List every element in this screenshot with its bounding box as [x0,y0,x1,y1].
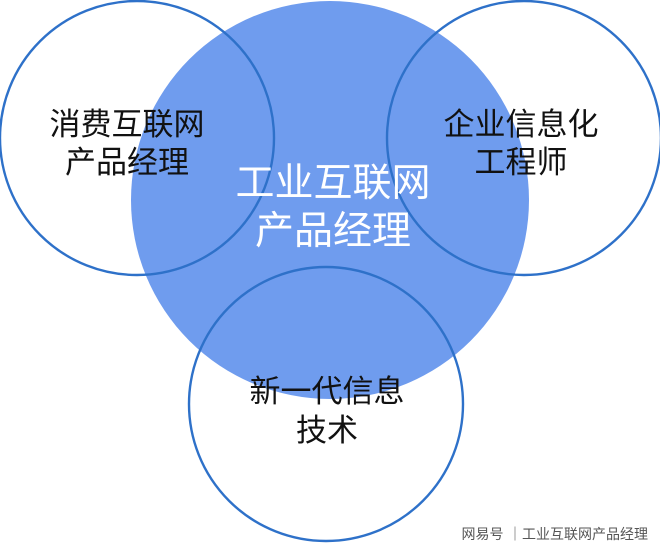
bottom-label-line2: 技术 [296,413,358,449]
right-circle [385,0,660,277]
left-label-line1: 消费互联网 [50,107,205,143]
watermark-text: 网易号 ｜工业互联网产品经理 [462,527,648,543]
right-label-line2: 工程师 [475,145,568,181]
center-circle [131,1,529,399]
right-label-line1: 企业信息化 [444,107,599,143]
bottom-label-line1: 新一代信息 [250,374,405,410]
center-label-line2: 产品经理 [255,209,411,254]
center-label-line1: 工业互联网 [235,161,430,206]
left-circle [0,0,276,277]
bottom-circle [187,265,465,543]
left-label-line2: 产品经理 [65,145,189,181]
